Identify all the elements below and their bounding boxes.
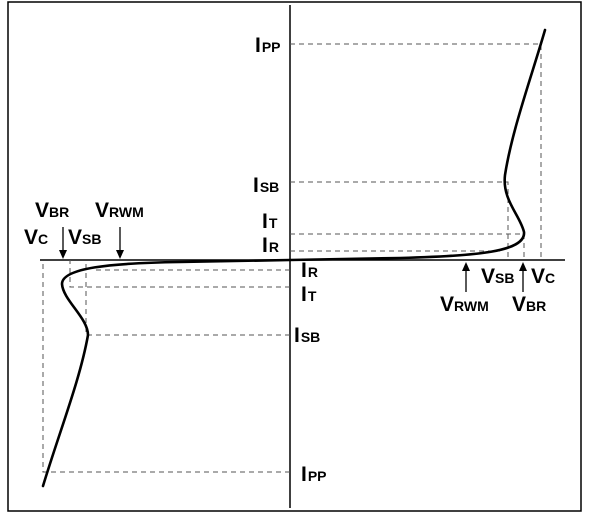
vbr-left-label: VBR — [35, 199, 69, 222]
vsb-right-label: VSB — [481, 265, 514, 288]
vrwm-right-arrow — [462, 262, 470, 292]
vrwm-right-label: VRWM — [440, 293, 489, 316]
vbr-right-label: VBR — [512, 293, 546, 316]
ir-top-label: IR — [262, 234, 279, 257]
ir-bottom-label: IR — [301, 259, 318, 282]
lower-reference-lines — [42, 260, 290, 473]
ipp-bottom-label: IPP — [301, 463, 327, 486]
ipp-top-label: IPP — [255, 34, 281, 57]
it-bottom-label: IT — [301, 283, 317, 306]
ipp-lower-dash — [42, 260, 290, 473]
it-lower-dash — [69, 260, 290, 288]
isb-bottom-label: ISB — [294, 324, 320, 347]
vrwm-left-label: VRWM — [95, 199, 144, 222]
ipp-upper-dash — [290, 43, 542, 260]
diagram-frame — [7, 1, 582, 512]
isb-top-label: ISB — [253, 174, 279, 197]
vc-right-label: VC — [531, 265, 555, 288]
iv-curve — [41, 28, 547, 488]
vc-left-label: VC — [24, 226, 48, 249]
vbr-right-arrow — [519, 262, 527, 292]
isb-lower-dash — [85, 260, 290, 336]
vbr-left-arrow — [59, 227, 67, 259]
it-top-label: IT — [262, 210, 278, 233]
vrwm-left-arrow — [116, 227, 124, 259]
vsb-left-label: VSB — [68, 226, 101, 249]
